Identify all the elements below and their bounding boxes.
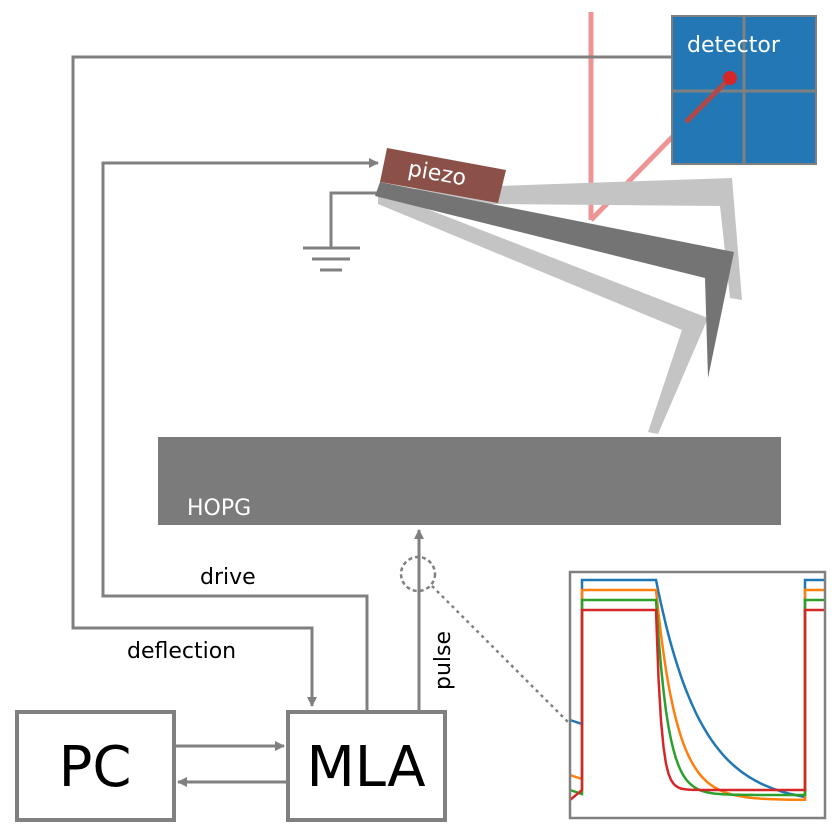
laser-reflection: [684, 76, 732, 124]
deflection-line: [71, 55, 672, 707]
pulse-zoom-circle: [399, 555, 437, 593]
mla-box: MLA: [286, 710, 447, 822]
laser-spot: [723, 71, 737, 85]
detector: detector: [671, 15, 817, 165]
piezo: piezo: [380, 148, 506, 203]
cantilever-oscillation: [378, 178, 742, 434]
drive-label: drive: [200, 565, 256, 590]
inset-curve-3: [569, 608, 825, 801]
drive-line: [101, 158, 379, 710]
deflection-label: deflection: [127, 639, 236, 664]
pc-label: PC: [59, 735, 132, 800]
inset-curve-0: [569, 578, 825, 799]
cantilever: [375, 182, 734, 378]
inset-curve-2: [569, 598, 825, 797]
hopg-label: HOPG: [187, 496, 251, 521]
detector-label: detector: [687, 33, 781, 58]
pc-box: PC: [15, 710, 176, 822]
mla-label: MLA: [306, 735, 425, 800]
ground-symbol: [303, 191, 378, 272]
pulse-response-inset: [568, 570, 827, 820]
pulse-label: pulse: [431, 631, 456, 690]
hopg-sample: HOPG: [158, 437, 781, 525]
